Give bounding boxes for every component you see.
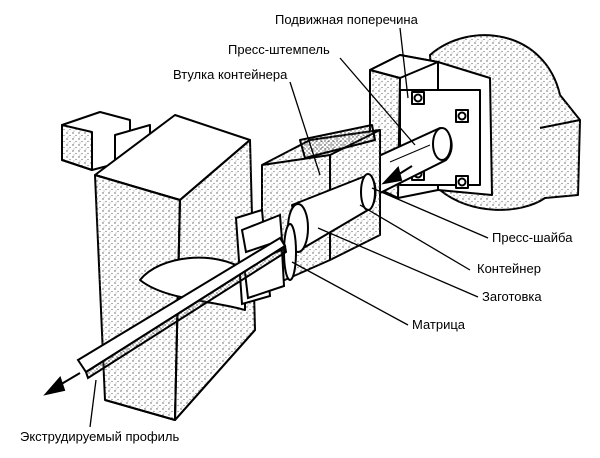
extruded-profile xyxy=(76,236,288,380)
dummy-block xyxy=(360,173,376,211)
label-dummy-block: Пресс-шайба xyxy=(492,230,573,245)
label-billet: Заготовка xyxy=(482,289,542,304)
moving-crosshead xyxy=(369,34,581,211)
stem-direction-arrow xyxy=(381,165,413,185)
extrusion-direction-arrow xyxy=(43,372,81,396)
label-container: Контейнер xyxy=(477,261,541,276)
label-container-liner: Втулка контейнера xyxy=(173,67,288,82)
leader-lines xyxy=(89,27,489,428)
label-extruded-profile: Экструдируемый профиль xyxy=(20,429,179,444)
label-die: Матрица xyxy=(412,317,466,332)
label-moving-crosshead: Подвижная поперечина xyxy=(275,12,419,27)
label-press-stem: Пресс-штемпель xyxy=(228,42,330,57)
